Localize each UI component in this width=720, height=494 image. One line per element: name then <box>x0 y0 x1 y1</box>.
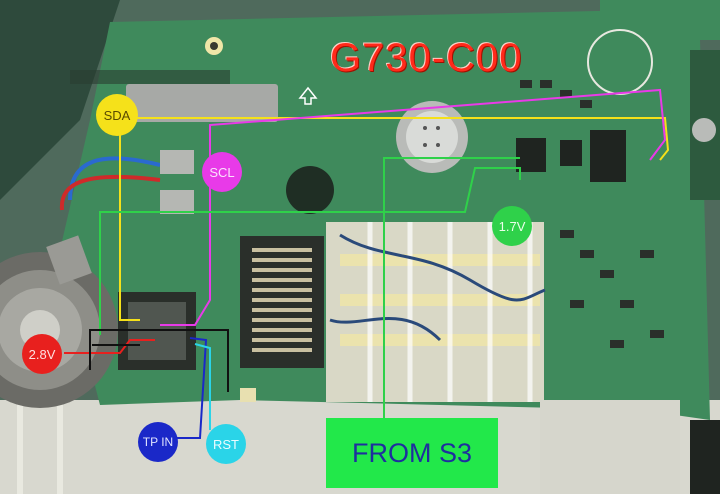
v17-label: 1.7V <box>492 206 532 246</box>
sda-label: SDA <box>96 94 138 136</box>
rst-label: RST <box>206 424 246 464</box>
tp-in-label: TP IN <box>138 422 178 462</box>
scl-label: SCL <box>202 152 242 192</box>
board-model-title: G730-C00 <box>330 36 523 80</box>
from-s3-box: FROM S3 <box>326 418 498 488</box>
v28-label: 2.8V <box>22 334 62 374</box>
